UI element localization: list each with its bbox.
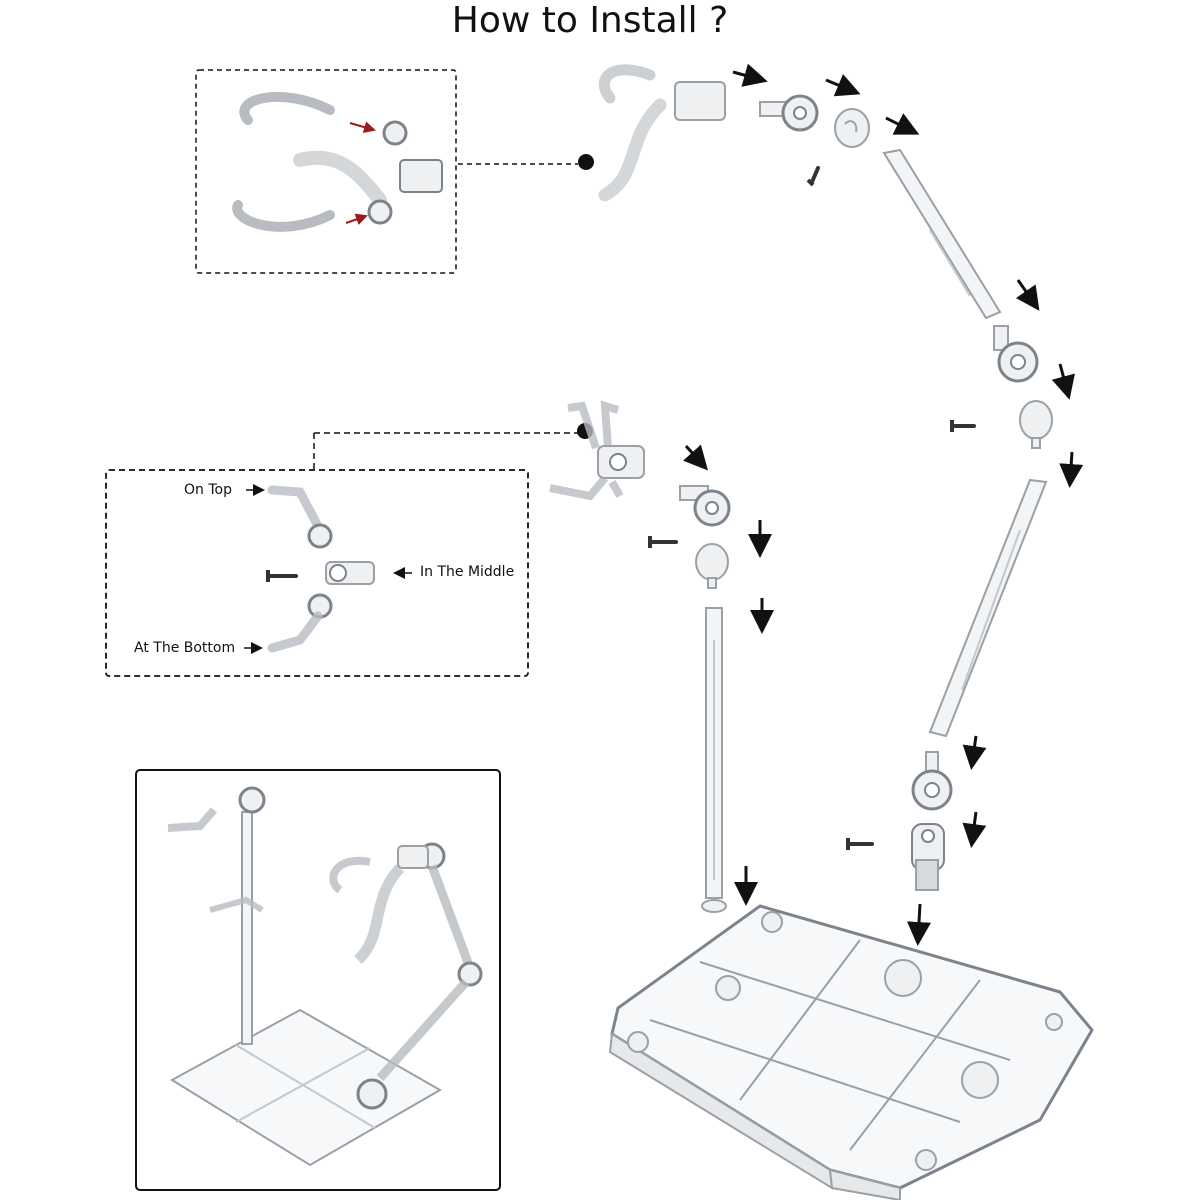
socket-joint-1 (834, 108, 870, 148)
ball-joint-2 (993, 325, 1039, 383)
lower-claw-arm (232, 200, 335, 232)
upper-claw-arm (239, 92, 335, 125)
screw-1 (806, 166, 820, 187)
screw-3 (846, 838, 874, 850)
label-in-the-middle: In The Middle (420, 564, 515, 580)
rod-upper-2 (928, 478, 1048, 738)
base-socket (911, 823, 945, 891)
support-screw (266, 570, 298, 582)
page-title: How to Install ? (451, 0, 729, 41)
preview-vertical-rod (241, 811, 253, 1045)
support-bottom-piece (267, 611, 323, 653)
arrow-7 (962, 735, 987, 770)
claw-hook (293, 150, 387, 207)
arrow-3 (885, 113, 920, 135)
ball-joint-mid (679, 485, 731, 527)
fork-holder (549, 400, 645, 501)
arrow-8 (962, 811, 987, 848)
connector-dot-top (578, 154, 594, 170)
ball-joint-3 (911, 751, 953, 811)
arrow-1 (732, 63, 768, 87)
label-on-top: On Top (184, 482, 232, 498)
preview-lower-rod (376, 978, 470, 1082)
socket-joint-2 (1019, 400, 1053, 449)
arrow-4 (1015, 279, 1040, 311)
red-arrow-lower (345, 213, 368, 225)
claw-detail-box (195, 69, 457, 274)
rod-upper-1 (882, 148, 1002, 320)
support-top-piece (267, 485, 325, 535)
arrow-mid-1 (683, 444, 709, 471)
red-arrow-upper (349, 121, 376, 133)
arrow-6 (1059, 451, 1084, 488)
screw-mid (648, 536, 678, 548)
assembled-preview-box (135, 769, 501, 1191)
screw-2 (950, 420, 976, 432)
claw-joint-upper (382, 120, 408, 146)
upper-claw (598, 64, 726, 202)
socket-joint-mid (695, 543, 729, 589)
preview-claw (353, 864, 405, 965)
claw-joint-lower (367, 199, 393, 225)
ball-joint-1 (759, 94, 819, 132)
vertical-rod (701, 607, 727, 913)
claw-connector (399, 159, 443, 193)
label-at-the-bottom: At The Bottom (134, 640, 236, 656)
arrow-2 (825, 74, 861, 97)
preview-base-joint (356, 1078, 388, 1110)
arrow-9 (907, 903, 931, 946)
preview-upper-rod (427, 864, 475, 970)
base-plate (608, 904, 1094, 1200)
support-detail-box (105, 469, 529, 677)
arrow-5 (1051, 363, 1075, 400)
